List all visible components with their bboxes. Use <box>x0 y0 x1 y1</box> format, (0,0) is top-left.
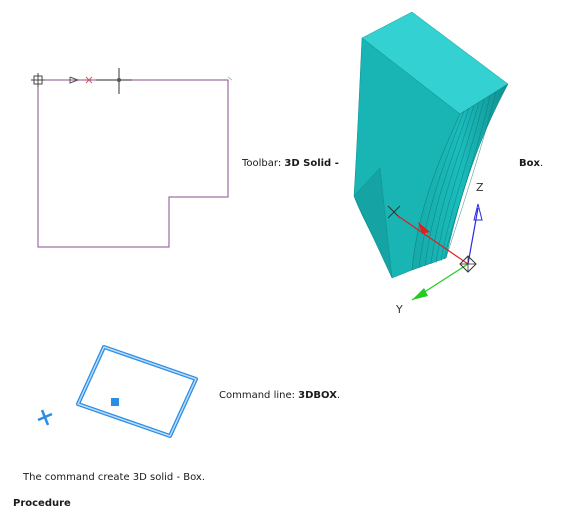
toolbar-prefix: Toolbar: <box>242 158 285 169</box>
toolbar-suffix-end: . <box>539 158 544 169</box>
command-bold: 3DBOX <box>298 390 337 401</box>
profile-outline-illustration <box>31 68 233 248</box>
pick-cursor-icon <box>37 409 53 426</box>
profile-outline <box>37 79 229 248</box>
cursor-crosshair-icon <box>96 68 132 94</box>
selection-rectangle <box>76 345 198 438</box>
axis-label-z: Z <box>476 181 484 194</box>
command-end: . <box>336 390 341 401</box>
solid-box-illustration <box>353 11 509 301</box>
procedure-heading: Procedure <box>13 498 71 509</box>
ucs-axes-icon <box>387 203 483 301</box>
command-prefix: Command line: <box>219 390 299 401</box>
pick-box-illustration <box>37 345 198 438</box>
command-line: Command line: 3DBOX. <box>219 390 340 402</box>
toolbar-line-suffix: Box. <box>519 158 543 170</box>
description-text: The command create 3D solid - Box. <box>23 472 205 483</box>
center-point-marker <box>111 398 119 406</box>
toolbar-suffix-bold: Box <box>519 158 540 169</box>
toolbar-bold: 3D Solid - <box>284 158 339 169</box>
toolbar-line: Toolbar: 3D Solid - <box>242 158 339 170</box>
axis-label-y: Y <box>396 303 403 316</box>
